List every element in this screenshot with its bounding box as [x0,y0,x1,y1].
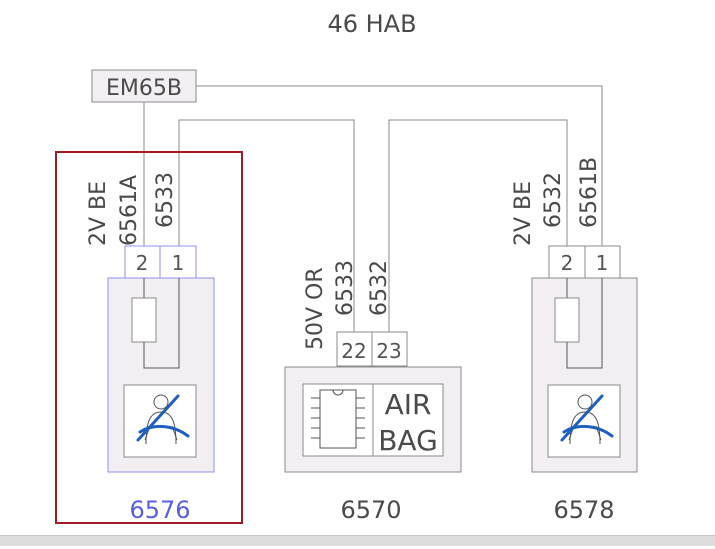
left-pin-2: 2 [136,251,149,275]
middle-wire-a: 6533 [333,260,358,316]
ground-connector-box [91,69,197,103]
selection-highlight [55,151,243,524]
diagram-title: 46 HAB [327,10,416,38]
middle-wire-b: 6532 [367,260,392,316]
right-pin-1: 1 [596,251,609,275]
middle-pin-23-box[interactable] [371,331,408,367]
right-resistor-icon [554,297,580,343]
left-component-id: 6576 [129,496,190,524]
component-6578[interactable]: 2V BE 6532 6561B 2 1 6578 [511,157,638,524]
left-wire-b: 6533 [153,172,178,228]
wire-6533[interactable] [178,119,355,332]
left-pin-1: 1 [172,251,185,275]
chip-icon [302,383,374,457]
right-component-id: 6578 [553,496,614,524]
right-pin-2: 2 [561,251,574,275]
middle-pin-22-box[interactable] [336,331,373,367]
middle-component-id: 6570 [340,496,401,524]
middle-pin-22: 22 [341,339,366,363]
left-wire-label: 2V BE [86,181,111,246]
middle-pin-23: 23 [376,339,401,363]
wires [143,85,603,332]
component-6576[interactable]: 2V BE 6561A 6533 2 1 [86,172,215,524]
wire-6561b[interactable] [196,85,603,246]
ground-connector-label: EM65B [106,76,182,101]
left-wire-a: 6561A [117,175,142,246]
airbag-line1: AIR [385,388,432,421]
left-resistor-icon [131,297,157,343]
middle-wire-label: 50V OR [303,267,328,350]
wire-6532[interactable] [388,119,568,332]
right-wire-a: 6532 [541,172,566,228]
seatbelt-icon [123,384,197,458]
component-6570[interactable]: 50V OR 6533 6532 22 23 [284,260,462,524]
airbag-label-box [372,383,444,457]
bottom-bar [0,535,715,546]
right-pin-1-box[interactable] [584,245,621,279]
seatbelt-icon [547,384,621,458]
right-wire-label: 2V BE [511,181,536,246]
right-wire-b: 6561B [577,157,602,228]
airbag-line2: BAG [378,424,438,457]
ground-connector[interactable]: EM65B [91,69,197,103]
